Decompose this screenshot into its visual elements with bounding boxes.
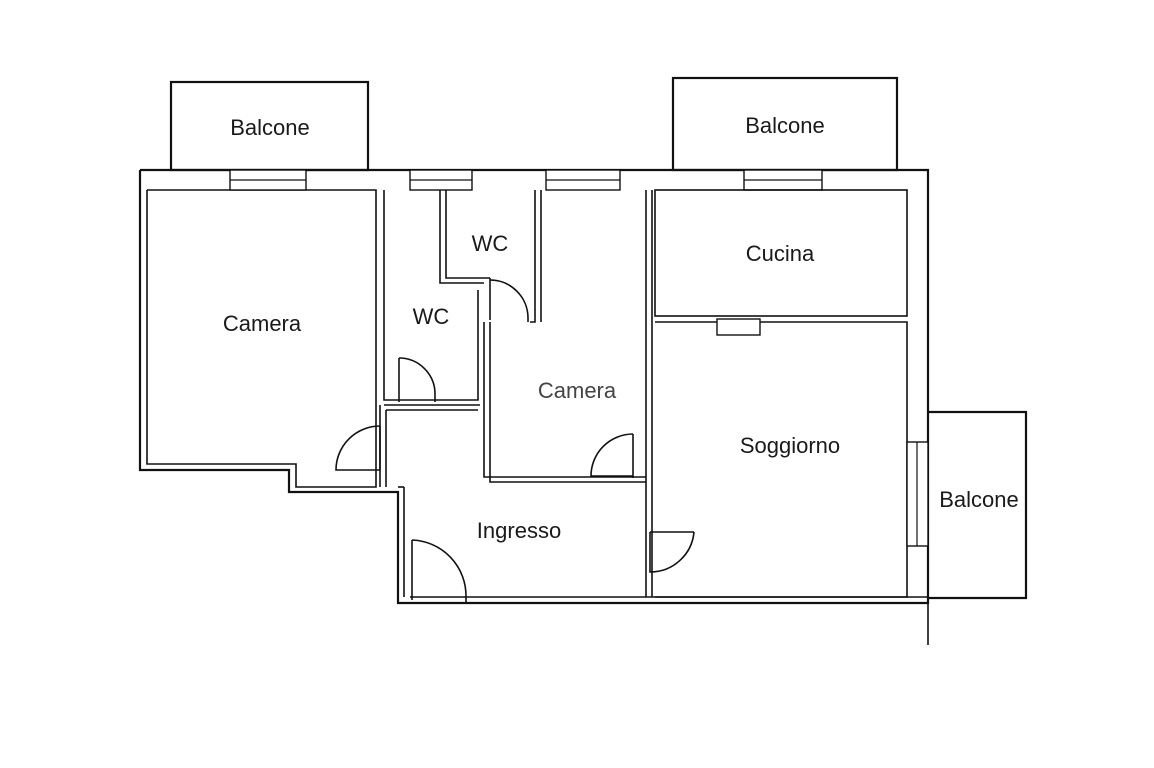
door-camera-center [590, 433, 634, 478]
room-label-ingresso: Ingresso [477, 518, 561, 543]
wc-large-walls [383, 190, 484, 406]
room-label-balcone-top-left: Balcone [230, 115, 310, 140]
window-wc-large [409, 169, 473, 191]
room-label-soggiorno: Soggiorno [740, 433, 840, 458]
window-camera-left [229, 169, 307, 191]
outer-wall [138, 168, 930, 605]
interior-walls [379, 190, 928, 598]
room-label-balcone-top-right: Balcone [745, 113, 825, 138]
room-label-balcone-right: Balcone [939, 487, 1019, 512]
door-soggiorno [649, 531, 695, 573]
cucina-walls [654, 189, 908, 317]
room-label-cucina: Cucina [746, 241, 815, 266]
balcony-right [927, 410, 1028, 645]
window-cucina [743, 169, 823, 191]
room-label-camera-left: Camera [223, 311, 302, 336]
door-wc-large [398, 357, 436, 402]
soggiorno-walls [655, 318, 908, 598]
window-camera-center [545, 169, 621, 191]
door-camera-left [335, 425, 381, 471]
room-label-wc-large: WC [413, 304, 450, 329]
wc-small-walls [445, 190, 542, 323]
room-label-camera-center: Camera [538, 378, 617, 403]
room-label-wc-small: WC [472, 231, 509, 256]
door-ingresso [411, 539, 467, 603]
door-wc-small [489, 278, 529, 322]
window-soggiorno [906, 441, 929, 547]
